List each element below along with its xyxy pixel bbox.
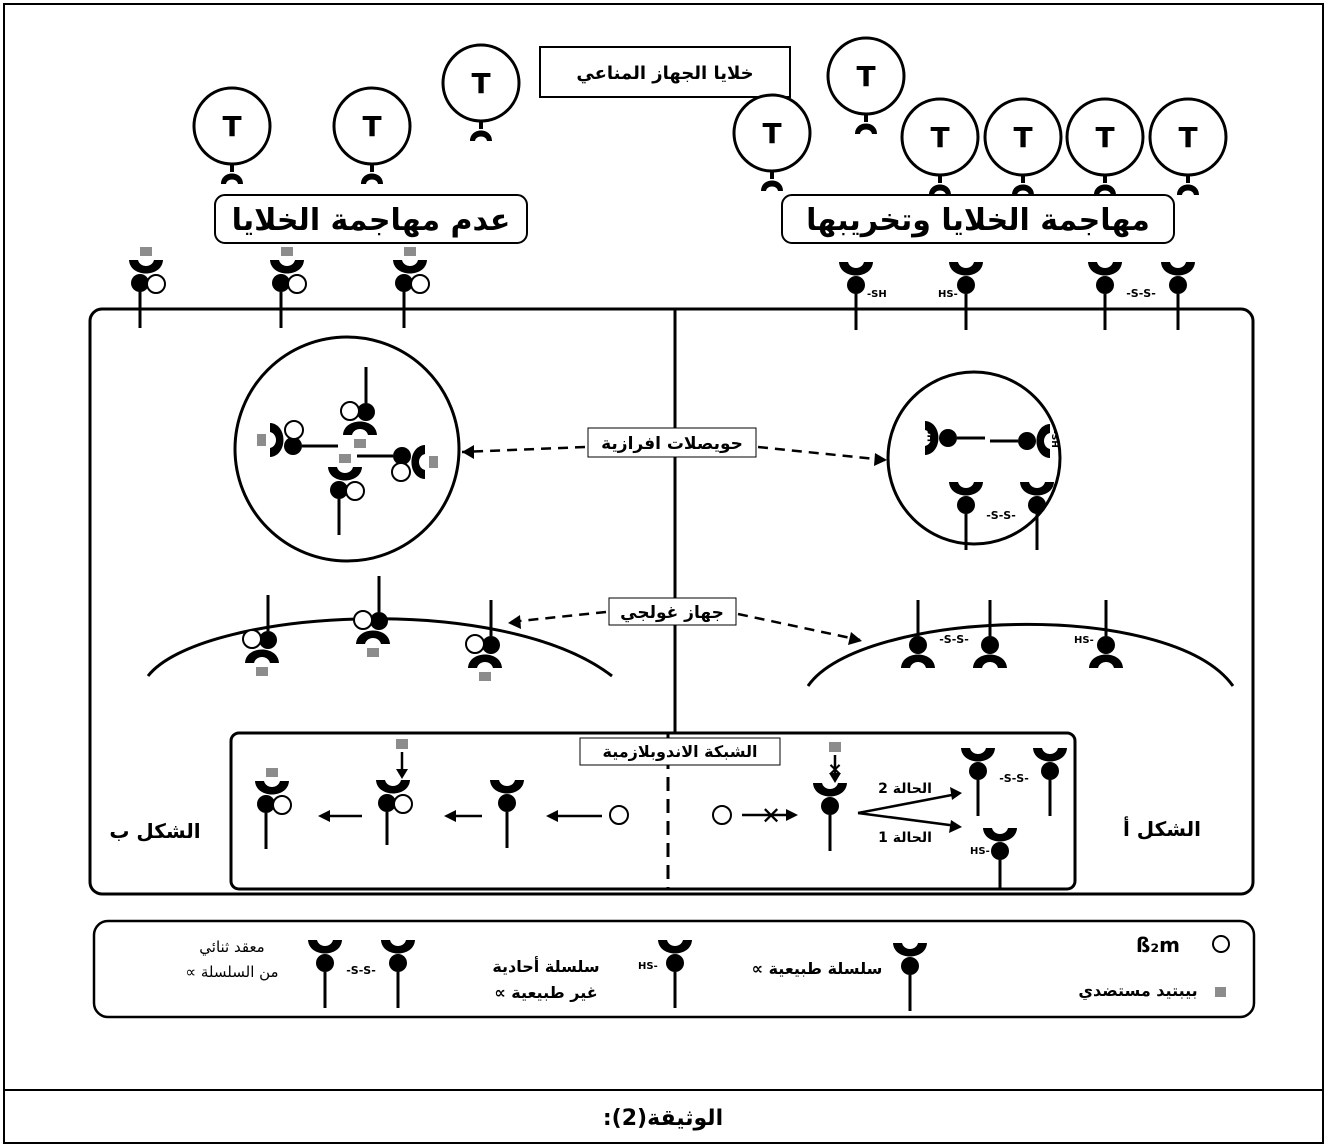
figure-a-label: الشكل أ [1123,815,1201,841]
alpha-dimer: -S-S- [1086,260,1197,332]
er-pathway-a: ✕ × الحالة 2 الحالة 1 -S-S- HS- [712,742,1069,890]
mhc-peptide-complex [127,245,167,330]
golgi-arrow-left [509,610,607,624]
legend-b2m: ß₂m [1136,933,1180,957]
sh-label: -SH [867,289,887,300]
immune-cells-box [539,46,791,98]
legend-dimer-line1: معقد ثنائي [199,938,264,957]
legend-dimer-icon: -S-S- [306,938,417,1010]
golgi-right [806,622,1235,687]
svg-text:-S-S-: -S-S- [986,509,1016,522]
er-label: الشبكة الاندوبلازمية [603,742,758,761]
t-cells: T T T T T T T T T [192,36,1228,197]
golgi-complexes-left [241,574,504,683]
svg-text:-SH: -SH [1049,430,1059,448]
golgi-arrow-right [737,612,861,642]
svg-text:-S-S-: -S-S- [346,964,376,977]
left-title-box [214,194,528,244]
svg-text:T: T [222,110,241,143]
vesicles-label: حويصلات افرازية [601,434,743,454]
svg-text:T: T [362,110,381,143]
er-box [229,731,1077,891]
golgi-label-box [608,597,737,626]
er-label-box [579,737,781,766]
svg-text:-S-S-: -S-S- [999,772,1029,785]
immune-cells-label: خلايا الجهاز المناعي [576,63,753,84]
legend: ß₂m بيبتيد مستضدي سلسلة طبيعية ∝ HS- سلس… [185,933,1230,1013]
t-cell: T [826,36,906,116]
er-pathway-b [253,739,629,851]
t-cell: T [441,43,521,123]
legend-peptide-icon [1215,987,1226,997]
svg-text:T: T [856,60,875,93]
svg-text:×: × [827,759,842,780]
t-cell: T [1148,97,1228,197]
secretory-vesicle-right [886,370,1062,546]
golgi-label: جهاز غولجي [620,603,724,623]
t-cell-receptor [853,112,879,136]
svg-text:T: T [1178,121,1197,154]
legend-normal-chain: سلسلة طبيعية ∝ [752,959,883,978]
t-cell: T [900,97,980,197]
legend-abnormal-chain-line1: سلسلة أحادية [492,956,599,976]
svg-text:T: T [930,121,949,154]
svg-text:HS-: HS- [927,424,937,442]
right-title: مهاجمة الخلايا وتخريبها [806,203,1150,238]
cell-box [88,307,1255,896]
case-1-label: الحالة 1 [878,830,932,846]
b2m-circle [712,805,732,825]
vesicles-label-box [587,427,757,458]
t-cell: T [1065,97,1145,197]
svg-text:-S-S-: -S-S- [939,633,969,646]
legend-dimer-line2: من السلسلة ∝ [185,963,278,981]
alpha-dimer: -S-S- [959,746,1069,818]
svg-text:HS-: HS- [1074,635,1094,646]
t-cell-receptor [468,119,494,143]
svg-text:HS-: HS- [970,846,990,857]
t-cell: T [732,93,812,193]
mhc-peptide-complex [268,245,308,330]
svg-text:T: T [762,117,781,150]
secretory-vesicle-left [233,335,461,563]
legend-abnormal-chain-line2: غير طبيعية ∝ [494,983,597,1002]
legend-b2m-icon [1212,935,1230,953]
golgi-chains-right: -S-S- HS- [899,598,1125,670]
document-caption: الوثيقة(2): [603,1106,723,1131]
svg-text:T: T [471,67,490,100]
t-cell: T [192,86,272,186]
svg-text:-S-S-: -S-S- [1126,287,1156,300]
right-title-box [781,194,1175,244]
surface-chains-right: -SH HS- -S-S- [837,260,1197,332]
left-title: عدم مهاجمة الخلايا [232,203,511,238]
blocked-x: ✕ [761,802,781,830]
vesicle-chains-right: HS- -SH -S-S- [923,419,1059,552]
chain-b2m [376,780,413,845]
legend-peptide: بيبتيد مستضدي [1078,981,1197,1001]
svg-text:T: T [1095,121,1114,154]
svg-text:T: T [1013,121,1032,154]
figure-b-label: الشكل ب [109,819,200,843]
case-2-label: الحالة 2 [878,781,932,797]
peptide-square [396,739,408,749]
vesicles-arrow-left [461,445,586,454]
outer-frame [3,3,1324,1144]
svg-text:HS-: HS- [638,961,658,972]
hs-label: HS- [938,289,958,300]
mhc-peptide-complex [391,245,431,330]
peptide-square [829,742,841,752]
t-cell: T [332,86,412,186]
vesicles-arrow-right [757,445,886,462]
b2m-circle [609,805,629,825]
surface-complexes-left [127,245,431,330]
t-cell: T [983,97,1063,197]
